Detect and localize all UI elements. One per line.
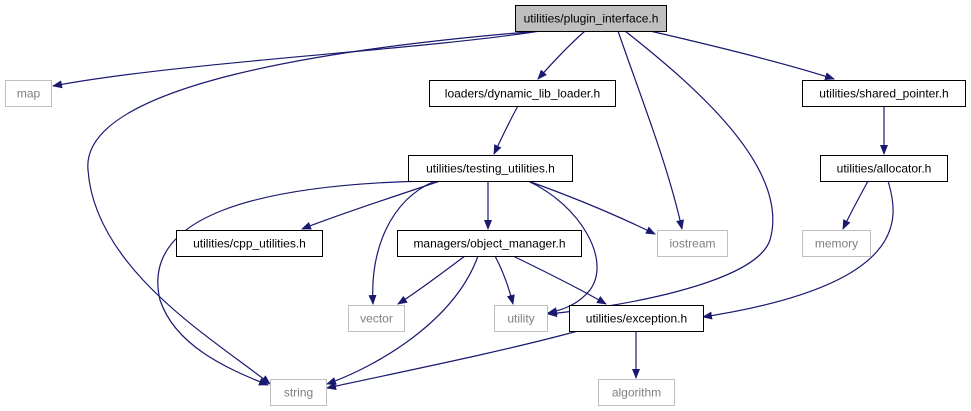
node-label-object_manager: managers/object_manager.h [413, 237, 565, 251]
node-string: string [270, 379, 327, 406]
node-memory: memory [802, 230, 871, 257]
node-algorithm: algorithm [598, 379, 675, 406]
edge-testing_utilities-to-string [157, 180, 426, 386]
node-label-string: string [284, 386, 313, 400]
node-box-vector [348, 305, 405, 332]
edge-object_manager-to-exception [512, 255, 607, 305]
node-box-memory [802, 230, 871, 257]
node-exception[interactable]: utilities/exception.h [569, 305, 704, 332]
node-box-utility [494, 305, 548, 332]
edge-exception-to-string [326, 330, 579, 391]
node-box-map [5, 80, 52, 107]
edge-testing_utilities-to-iostream [527, 180, 656, 235]
node-label-iostream: iostream [669, 237, 715, 251]
node-label-testing_utilities: utilities/testing_utilities.h [426, 162, 555, 176]
node-label-map: map [17, 87, 41, 101]
node-iostream: iostream [657, 230, 728, 257]
edge-plugin_interface-to-iostream [617, 30, 684, 230]
node-box-exception [569, 305, 704, 332]
edge-testing_utilities-to-vector [368, 180, 436, 305]
node-box-algorithm [598, 379, 675, 406]
edges-layer [52, 30, 894, 391]
node-label-dynamic_lib_loader: loaders/dynamic_lib_loader.h [445, 87, 600, 101]
edge-plugin_interface-to-shared_pointer [649, 30, 835, 81]
node-box-testing_utilities [408, 155, 573, 182]
node-label-algorithm: algorithm [612, 386, 661, 400]
node-box-cpp_utilities [176, 230, 323, 257]
node-testing_utilities[interactable]: utilities/testing_utilities.h [408, 155, 573, 182]
node-cpp_utilities[interactable]: utilities/cpp_utilities.h [176, 230, 323, 257]
node-utility: utility [494, 305, 548, 332]
edge-plugin_interface-to-utility [547, 30, 774, 318]
edge-plugin_interface-to-map [52, 30, 541, 89]
node-label-allocator: utilities/allocator.h [837, 162, 932, 176]
node-box-dynamic_lib_loader [429, 80, 616, 107]
node-box-iostream [657, 230, 728, 257]
edge-allocator-to-memory [842, 180, 869, 230]
edge-testing_utilities-to-utility [527, 180, 598, 316]
node-box-object_manager [397, 230, 582, 257]
node-box-plugin_interface [515, 5, 667, 32]
node-dynamic_lib_loader[interactable]: loaders/dynamic_lib_loader.h [429, 80, 616, 107]
edge-dynamic_lib_loader-to-testing_utilities [493, 105, 519, 155]
edge-object_manager-to-string [326, 255, 479, 385]
node-plugin_interface[interactable]: utilities/plugin_interface.h [515, 5, 667, 32]
node-box-shared_pointer [802, 80, 966, 107]
edge-plugin_interface-to-dynamic_lib_loader [537, 30, 586, 80]
node-label-cpp_utilities: utilities/cpp_utilities.h [193, 237, 306, 251]
node-shared_pointer[interactable]: utilities/shared_pointer.h [802, 80, 966, 107]
node-object_manager[interactable]: managers/object_manager.h [397, 230, 582, 257]
node-label-plugin_interface: utilities/plugin_interface.h [524, 12, 659, 26]
edge-object_manager-to-vector [397, 255, 466, 305]
node-label-vector: vector [360, 312, 393, 326]
node-box-allocator [820, 155, 948, 182]
node-vector: vector [348, 305, 405, 332]
edge-plugin_interface-to-string [87, 30, 541, 385]
edge-allocator-to-exception [702, 180, 894, 320]
node-allocator[interactable]: utilities/allocator.h [820, 155, 948, 182]
edge-object_manager-to-utility [494, 255, 515, 305]
node-label-exception: utilities/exception.h [586, 312, 687, 326]
node-map: map [5, 80, 52, 107]
node-label-shared_pointer: utilities/shared_pointer.h [819, 87, 948, 101]
node-label-utility: utility [507, 312, 534, 326]
node-label-memory: memory [815, 237, 858, 251]
node-box-string [270, 379, 327, 406]
